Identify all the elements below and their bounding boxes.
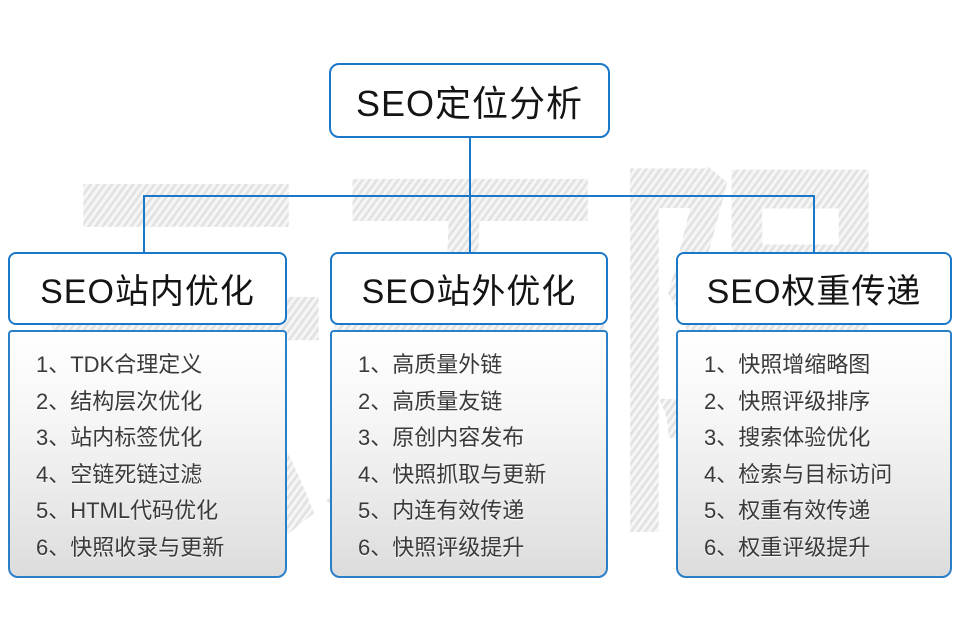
list-item: 2、快照评级排序 [704, 388, 871, 414]
list-item: 2、高质量友链 [358, 388, 503, 414]
list-item: 3、站内标签优化 [36, 425, 203, 450]
connector-drop-left [143, 195, 145, 253]
list-item: 1、高质量外链 [358, 352, 503, 377]
branch-weight-transfer: SEO权重传递 1、快照增缩略图 2、快照评级排序 3、搜索体验优化 4、检索与… [676, 252, 952, 578]
connector-horizontal-bar [143, 195, 815, 197]
list-item: 2、结构层次优化 [36, 388, 203, 414]
root-node-seo-positioning-analysis: SEO定位分析 [329, 63, 610, 138]
connector-drop-right [813, 195, 815, 253]
list-item: 4、快照抓取与更新 [358, 461, 547, 487]
list-item: 1、TDK合理定义 [36, 352, 203, 377]
connector-drop-middle [469, 195, 471, 253]
branch-title: SEO站外优化 [361, 273, 577, 311]
branch-title: SEO权重传递 [706, 273, 922, 311]
branch-header-weight: SEO权重传递 [676, 252, 952, 325]
branch-onsite-optimization: SEO站内优化 1、TDK合理定义 2、结构层次优化 3、站内标签优化 4、空链… [8, 252, 287, 578]
list-item: 5、内连有效传递 [358, 498, 525, 523]
list-item: 4、空链死链过滤 [36, 461, 203, 487]
connector-root-stem [469, 138, 471, 196]
list-item: 5、权重有效传递 [704, 498, 871, 523]
branch-header-onsite: SEO站内优化 [8, 252, 287, 325]
list-item: 3、原创内容发布 [358, 425, 525, 450]
branch-title: SEO站内优化 [40, 273, 255, 311]
root-node-title: SEO定位分析 [355, 82, 584, 124]
list-item: 6、快照评级提升 [358, 534, 525, 560]
list-item: 6、权重评级提升 [704, 534, 871, 560]
branch-panel-offsite: 1、高质量外链 2、高质量友链 3、原创内容发布 4、快照抓取与更新 5、内连有… [330, 330, 608, 578]
list-item: 3、搜索体验优化 [704, 425, 871, 450]
branch-panel-onsite: 1、TDK合理定义 2、结构层次优化 3、站内标签优化 4、空链死链过滤 5、H… [8, 330, 287, 578]
list-item: 4、检索与目标访问 [704, 461, 893, 487]
list-item: 6、快照收录与更新 [36, 534, 225, 560]
branch-offsite-optimization: SEO站外优化 1、高质量外链 2、高质量友链 3、原创内容发布 4、快照抓取与… [330, 252, 608, 578]
branch-panel-weight: 1、快照增缩略图 2、快照评级排序 3、搜索体验优化 4、检索与目标访问 5、权… [676, 330, 952, 578]
list-item: 1、快照增缩略图 [704, 352, 871, 377]
list-item: 5、HTML代码优化 [36, 498, 219, 523]
branch-header-offsite: SEO站外优化 [330, 252, 608, 325]
